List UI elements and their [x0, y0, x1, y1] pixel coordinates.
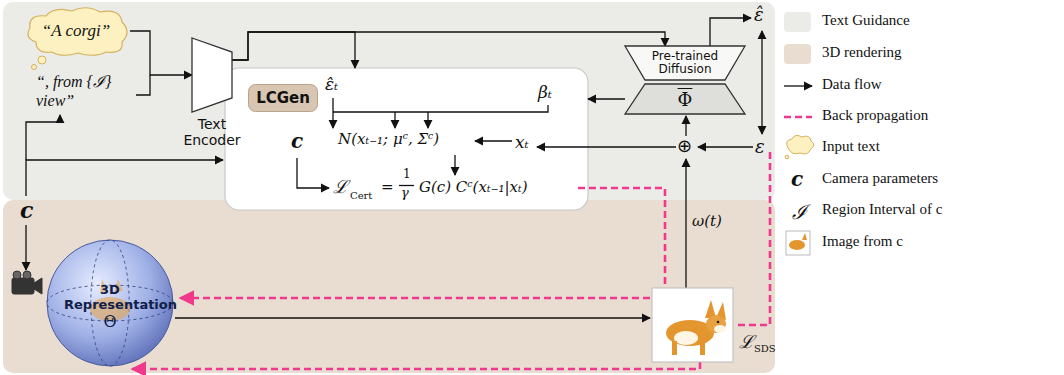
legend-region-sample: ℐ — [792, 198, 807, 225]
label-box-shape — [249, 85, 318, 112]
input-text-sample — [787, 135, 814, 154]
node-text: Φ — [678, 89, 693, 110]
legend-text: Data flow — [822, 76, 882, 93]
lcgen-box: ε̂ₜ βₜN(xₜ₋₁; μᶜ, Σᶜ) c xₜℒCert = 1 γ G(c) Cᶜ(x… — [225, 68, 588, 210]
image-flow — [685, 159, 686, 288]
node-text: Cert — [350, 190, 372, 202]
sds-backprop — [735, 152, 770, 325]
legend-text: Image from c — [822, 233, 903, 250]
connector — [588, 98, 625, 99]
diffusion-model: Pre-trained Diffusion — [625, 46, 745, 80]
camera-flow — [26, 160, 223, 196]
legend-samples — [784, 86, 814, 255]
trapezoid-shape — [625, 46, 745, 80]
back-propagation-lines — [132, 152, 770, 369]
backprop-sample — [784, 116, 812, 119]
legend-text: Input text — [822, 138, 880, 155]
legend-text: Camera parameters — [822, 170, 938, 187]
connector — [232, 32, 665, 60]
text-encoder: Text Encoder — [192, 38, 232, 112]
node-text: 1 — [403, 167, 411, 181]
render-backprop — [132, 362, 700, 369]
image-sample — [786, 231, 810, 255]
node-text: Pre-trained Diffusion — [647, 50, 723, 77]
legend-text: Region Interval of c — [822, 201, 942, 218]
node-text: c — [291, 129, 303, 153]
xt-flow — [537, 146, 676, 147]
phi-block: Φ — [625, 84, 745, 114]
lcgen-label-box: LCGen — [248, 84, 318, 112]
rendered-image — [652, 288, 733, 362]
merge-bracket — [136, 75, 150, 95]
noise-pred-flow — [710, 18, 751, 46]
node-text: G(c) Cᶜ(xₜ₋₁|xₜ) — [419, 178, 528, 196]
node-text: βₜ — [538, 82, 552, 102]
lcgen-flow — [454, 155, 455, 175]
camera-flow — [26, 115, 60, 160]
prompt-suffix: “, from {ℐ} view” — [36, 72, 132, 110]
node-text: ε̂ₜ — [325, 74, 338, 94]
camera-symbol: c — [20, 197, 33, 223]
node-text: ℒ — [333, 176, 348, 198]
node-text: “A corgi” — [42, 21, 111, 41]
encoder-outline — [192, 38, 232, 112]
cert-backprop — [578, 188, 665, 286]
cloud-shape — [28, 8, 127, 56]
legend-text: Text Guidance — [822, 12, 910, 29]
encoder-shape — [192, 38, 232, 112]
node-text: = — [381, 178, 394, 196]
node-text: N(xₜ₋₁; μᶜ, Σᶜ) — [338, 130, 439, 148]
trapezoid-shape — [625, 84, 745, 114]
rendering-panel — [3, 200, 775, 373]
input-text-cloud: “A corgi” — [22, 6, 130, 56]
legend-swatch — [784, 12, 811, 32]
loss-symbol: ℒ — [739, 329, 754, 353]
legend-camera-sample: c — [791, 167, 803, 191]
legend-text: Back propagation — [822, 107, 928, 124]
data-flow-sample — [784, 85, 812, 86]
lcgen-flow — [333, 105, 548, 112]
render-flow — [175, 317, 650, 318]
connector — [232, 32, 355, 68]
lcgen-panel — [225, 68, 588, 210]
node-text: Text Encoder — [172, 116, 252, 148]
camera-flow — [25, 225, 26, 270]
thought-bubbles — [32, 56, 47, 70]
predicted-noise: ε̂ — [754, 4, 764, 25]
add-symbol: ⊕ — [677, 135, 692, 156]
camera-icon — [12, 271, 42, 294]
sphere-shape — [47, 240, 173, 366]
lcgen-flow — [297, 158, 329, 188]
lcgen-flow — [475, 140, 512, 141]
node-text: γ — [401, 185, 409, 201]
render-backprop — [180, 297, 650, 300]
compare-flow — [761, 31, 762, 134]
noisy-input-flow — [685, 116, 686, 136]
legend-swatch — [784, 44, 811, 64]
node-text: Θ — [103, 312, 116, 331]
node-text: LCGen — [256, 89, 310, 107]
lcgen-flow — [427, 112, 428, 128]
node-text: 3D Representation — [64, 283, 156, 312]
legend-text: 3D rendering — [822, 44, 902, 61]
connector — [130, 31, 192, 75]
3d-representation-sphere: 3D RepresentationΘ — [46, 239, 174, 367]
noise-symbol: ε — [755, 136, 765, 157]
noise-flow — [698, 146, 753, 147]
weight-label: ω(t) — [692, 212, 722, 230]
node-text: xₜ — [515, 132, 529, 152]
lcgen-flow — [332, 98, 333, 128]
loss-subscript: SDS — [754, 343, 776, 354]
lcgen-flow — [394, 112, 395, 128]
